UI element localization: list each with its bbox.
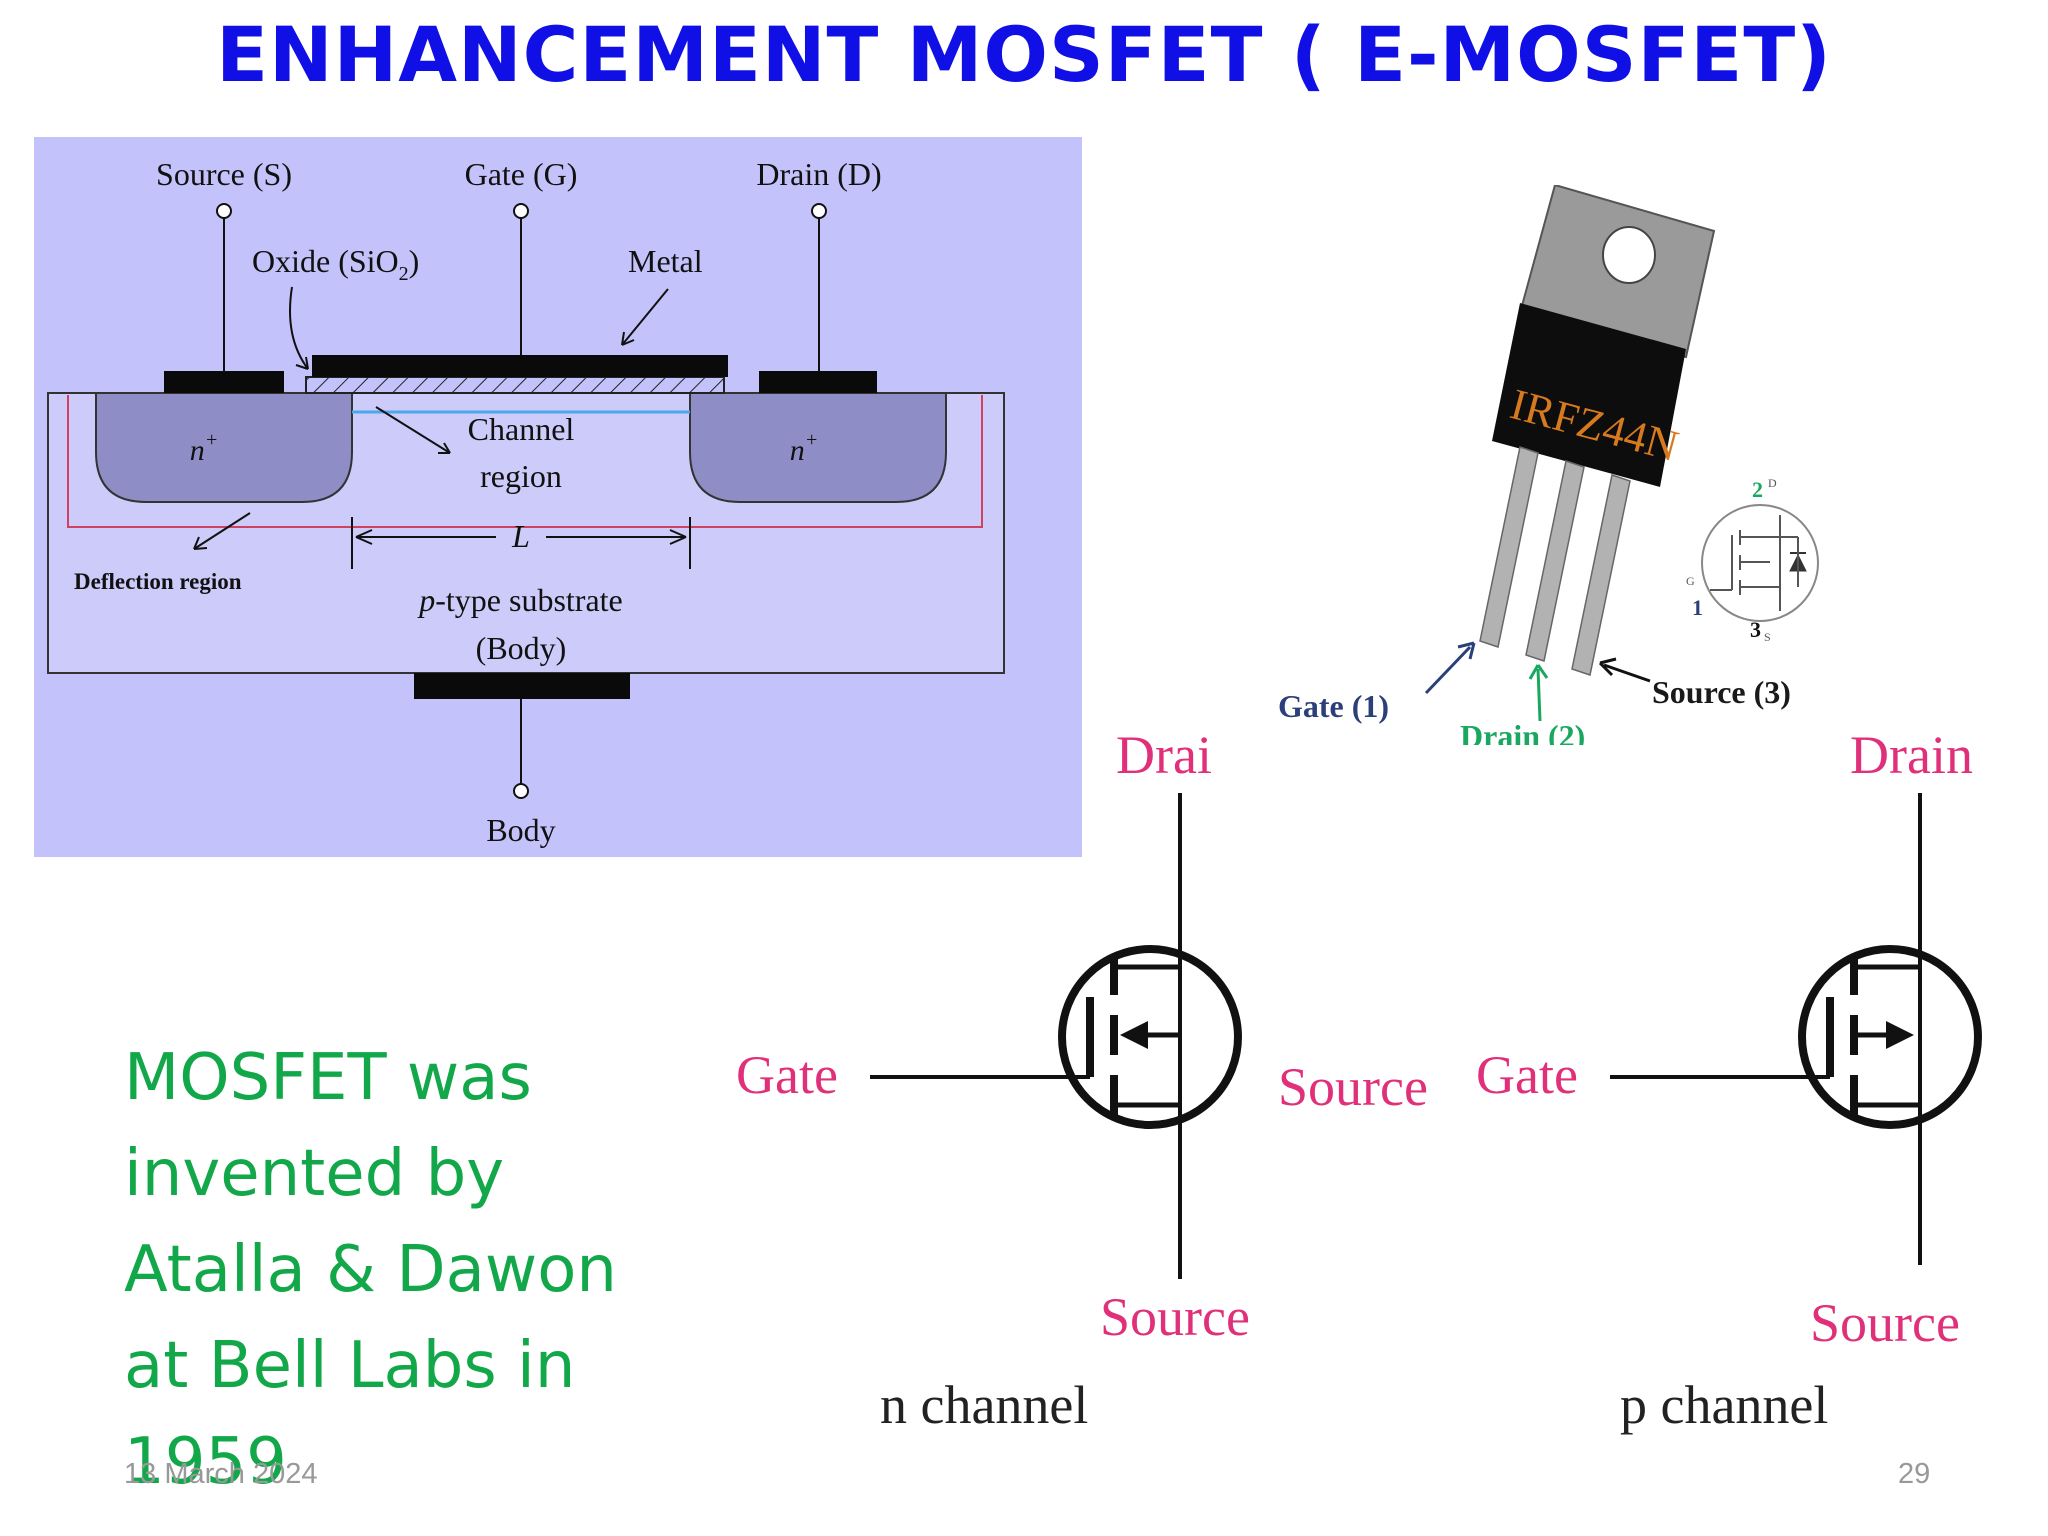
deflection-region-label: Deflection region [74,569,242,594]
drain-pin-arrow-head [1528,664,1549,680]
oxide-label: Oxide (SiO2) [252,243,419,285]
middle-source-label: Source [1278,1057,1428,1117]
to220-package-illustration: IRFZ44N Gate (1) Drain (2) Source (3) 2 … [1278,185,1819,745]
metal-gate [312,355,728,377]
n-source-label: Source [1100,1287,1250,1347]
package-body [1492,303,1686,487]
channel-label-line-1: Channel [468,411,575,447]
p-gate-label: Gate [1476,1045,1578,1105]
oxide-layer [305,376,725,394]
length-arrow-right-head [669,529,687,545]
n-channel-arrow [1120,1021,1148,1049]
substrate-label-line-2: (Body) [476,630,567,666]
metal-pointer [621,288,669,346]
source-terminal [216,203,232,219]
gate-terminal [513,203,529,219]
drain-contact [759,371,877,393]
mosfet-cross-section-diagram: Source (S) Gate (G) Drain (D) Body Oxide… [34,137,1082,857]
deflection-pointer-head [193,536,208,550]
source-label: Source (S) [156,156,292,192]
length-arrow-left-head [355,529,373,545]
invention-note-line: at Bell Labs in [124,1329,576,1403]
p-drain-label: Drain [1850,725,1973,785]
gate-pin [1479,446,1539,648]
source-pin-label: Source (3) [1652,674,1791,710]
deflection-pointer [193,512,251,550]
source-pin-arrow [1603,663,1651,683]
drain-pin-label: Drain (2) [1460,718,1585,745]
drain-pin [1525,460,1585,662]
gate-pin-arrow-head [1457,641,1476,660]
invention-note-line: MOSFET was [124,1041,532,1115]
oxide-pointer-head [295,356,309,370]
p-channel-arrow [1886,1021,1914,1049]
gate-label: Gate (G) [465,156,578,192]
mounting-hole [1602,226,1656,284]
pinout-number-2: 2 [1752,477,1763,502]
pinout-letter-d: D [1768,476,1777,490]
length-label: L [511,518,530,554]
source-pin [1571,474,1631,676]
n-gate-label: Gate [736,1045,838,1105]
deflection-region-outline [67,395,983,528]
metal-label: Metal [628,243,703,279]
pinout-letter-s: S [1764,630,1771,644]
pinout-number-1: 1 [1692,595,1703,620]
invention-note-line: invented by [124,1137,505,1211]
invention-note: MOSFET was invented by Atalla & Dawon at… [124,1030,684,1510]
source-contact [164,371,284,393]
pinout-letter-g: G [1686,574,1695,588]
gate-pin-arrow [1424,645,1472,695]
body-contact [414,673,630,699]
n-plus-drain-region [689,392,947,503]
n-plus-source-region [95,392,353,503]
substrate-label-line-1: p-type substrate [417,582,623,618]
n-drain-label: Drai [1116,725,1212,785]
n-plus-drain-label: n+ [790,429,819,467]
footer-date: 13 March 2024 [124,1458,318,1490]
slide-number: 29 [1898,1458,1931,1490]
drain-pin-arrow [1536,668,1542,722]
n-channel-circle [1058,945,1242,1129]
n-channel-symbol [870,793,1242,1279]
body-label: Body [486,812,555,848]
invention-note-line: 1959 [124,1425,287,1499]
p-channel-circle [1798,945,1982,1129]
body-terminal [513,783,529,799]
p-channel-symbol [1610,793,1982,1265]
mosfet-circuit-symbols: Drai Gate Source n channel Source Drain … [736,725,1982,1435]
pinout-number-3: 3 [1750,617,1761,642]
p-channel-caption: p channel [1620,1375,1828,1435]
source-pin-arrow-head [1598,657,1617,677]
pinout-schematic: 2 D 1 G 3 S [1686,476,1819,644]
p-source-label: Source [1810,1293,1960,1353]
oxide-pointer [289,286,309,370]
channel-label-line-2: region [480,458,562,494]
channel-pointer [375,406,451,454]
drain-terminal [811,203,827,219]
slide-title: ENHANCEMENT MOSFET ( E-MOSFET) [216,10,1832,99]
metal-pointer-head [621,331,635,346]
n-channel-caption: n channel [880,1375,1088,1435]
gate-pin-label: Gate (1) [1278,688,1389,724]
invention-note-line: Atalla & Dawon [124,1233,617,1307]
n-plus-source-label: n+ [190,429,219,467]
channel-pointer-head [438,442,451,454]
drain-label: Drain (D) [756,156,881,192]
